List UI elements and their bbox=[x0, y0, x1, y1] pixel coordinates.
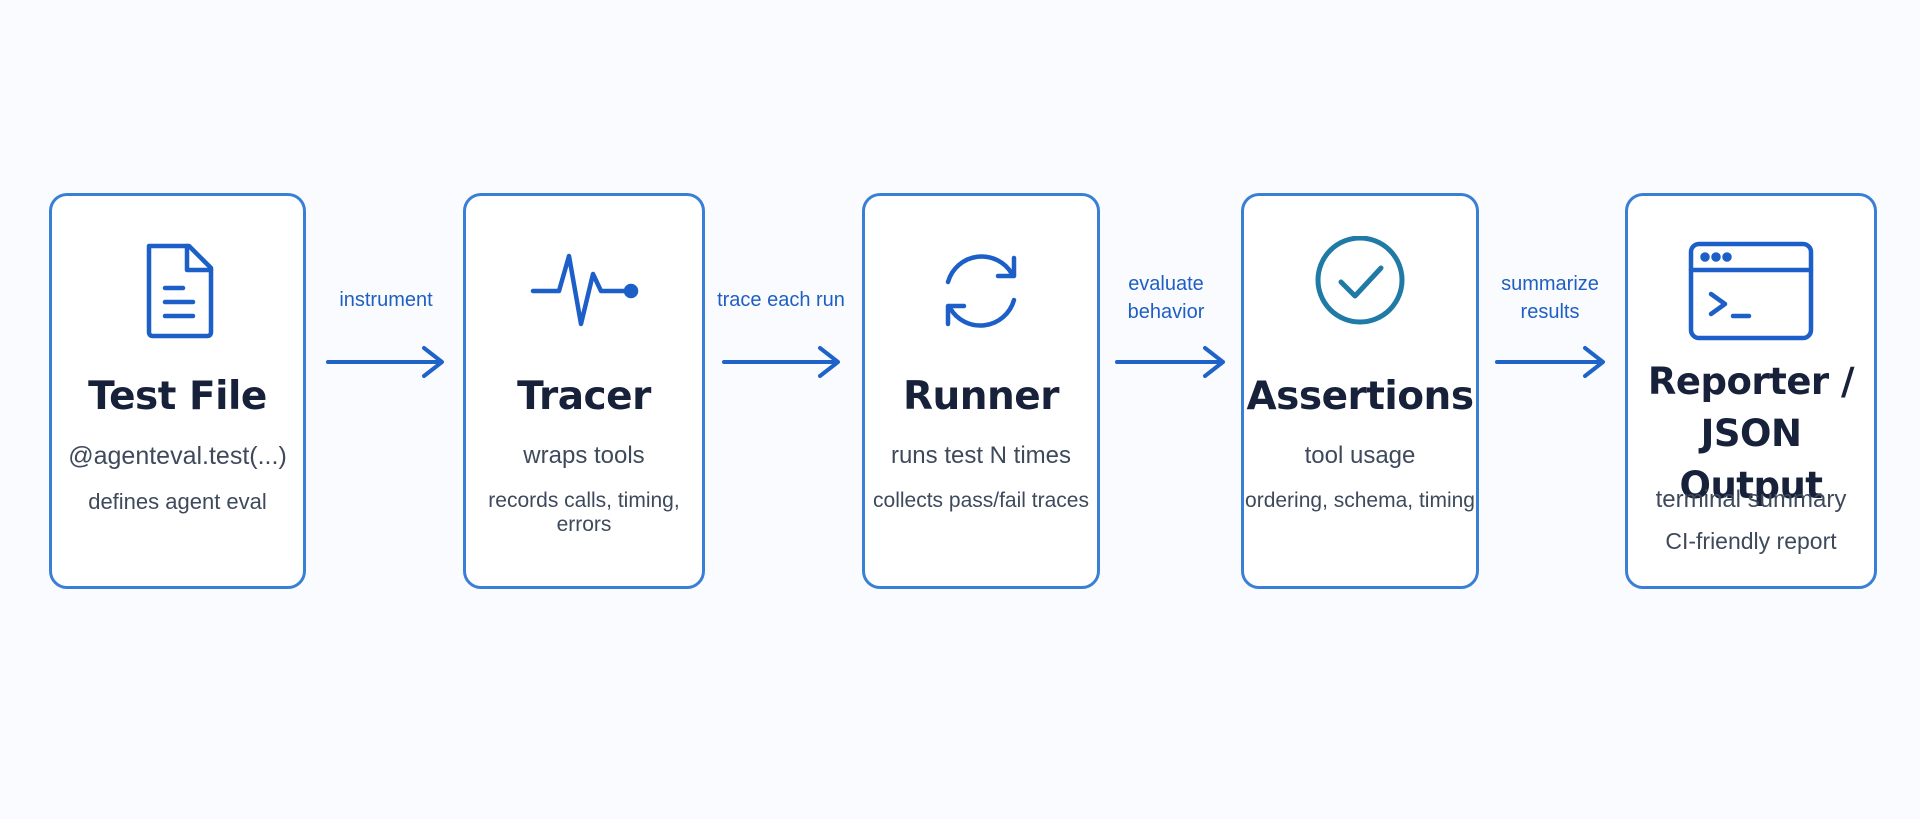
connector-label-instrument: instrument bbox=[339, 289, 433, 311]
connector-arrow-1 bbox=[326, 332, 446, 392]
stage-assertions: Assertions tool usage ordering, schema, … bbox=[1241, 193, 1479, 589]
stage-title: Tracer bbox=[517, 374, 651, 419]
stage-runner: Runner runs test N times collects pass/f… bbox=[862, 193, 1100, 589]
stage-detail: ordering, schema, timing bbox=[1245, 489, 1475, 512]
stage-subtitle: runs test N times bbox=[890, 442, 1072, 469]
connector-arrow-4 bbox=[1495, 332, 1615, 392]
stage-subtitle: tool usage bbox=[1304, 442, 1416, 469]
stage-test-file: Test File @agenteval.test(...) defines a… bbox=[49, 193, 306, 589]
connector-label-summarize-results: summarize results bbox=[1501, 273, 1599, 323]
stage-title: Reporter / JSON Output bbox=[1647, 360, 1855, 507]
refresh-icon bbox=[926, 236, 1036, 346]
stage-detail: CI-friendly report bbox=[1665, 528, 1837, 554]
terminal-icon bbox=[1681, 236, 1821, 346]
stage-title: Runner bbox=[902, 374, 1060, 419]
stage-detail: collects pass/fail traces bbox=[873, 489, 1089, 512]
waveform-icon bbox=[529, 236, 639, 346]
stage-title: Assertions bbox=[1246, 374, 1474, 419]
check-circle-icon bbox=[1305, 236, 1415, 346]
connector-arrow-3 bbox=[1115, 332, 1235, 392]
document-icon bbox=[123, 236, 233, 346]
stage-tracer: Tracer wraps tools records calls, timing… bbox=[463, 193, 705, 589]
connector-label-trace-each-run: trace each run bbox=[717, 289, 845, 311]
stage-detail: defines agent eval bbox=[88, 489, 267, 514]
stage-subtitle: terminal summary bbox=[1655, 486, 1847, 513]
stage-reporter: Reporter / JSON Output terminal summary … bbox=[1625, 193, 1877, 589]
stage-detail: records calls, timing, errors bbox=[488, 489, 680, 536]
stage-title: Test File bbox=[88, 374, 267, 419]
connector-label-evaluate-behavior: evaluate behavior bbox=[1127, 273, 1205, 323]
connector-arrow-2 bbox=[722, 332, 842, 392]
stage-subtitle: @agenteval.test(...) bbox=[68, 442, 287, 470]
stage-subtitle: wraps tools bbox=[523, 442, 645, 469]
